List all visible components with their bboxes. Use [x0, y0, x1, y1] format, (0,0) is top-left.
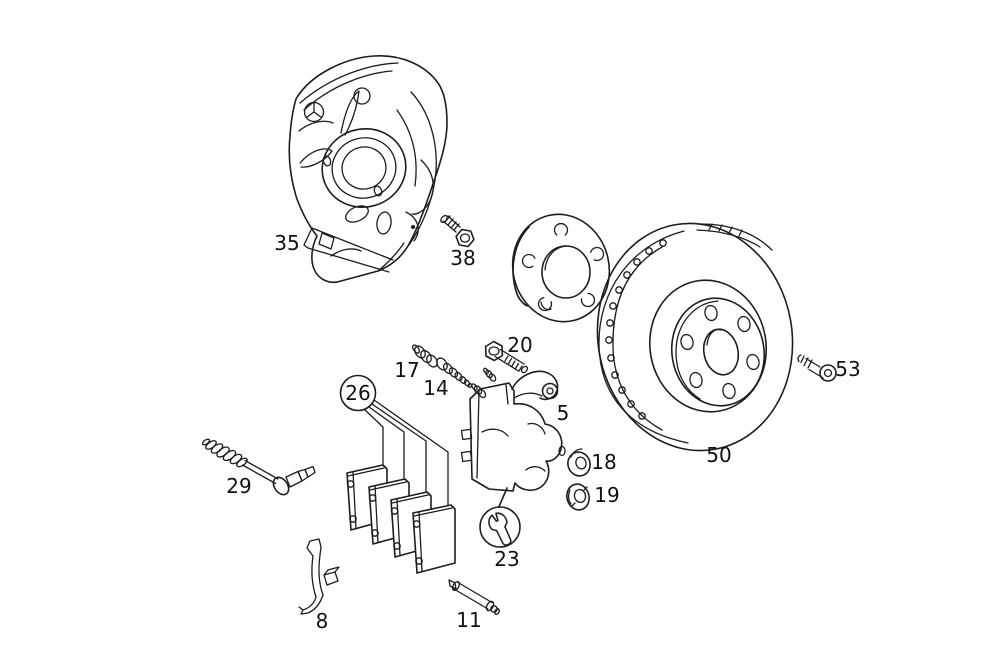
callout-bleed-screw: 14 [423, 376, 448, 400]
callout-retaining-screw: 53 [835, 357, 860, 381]
callout-washer-lower: 19 [594, 483, 619, 507]
caliper-guide-bolt [484, 340, 529, 374]
callout-brake-disc: 50 [706, 443, 731, 467]
brake-caliper [460, 367, 566, 492]
callout-pad-pin: 11 [456, 608, 481, 632]
callout-guide-bolt: 20 [507, 333, 532, 357]
disc-lug-holes [680, 304, 760, 400]
callout-caliper: 5 [557, 401, 570, 425]
callout-splash-shield: 35 [274, 231, 299, 255]
bleed-screw-cap [412, 344, 438, 368]
brake-pad [412, 504, 456, 574]
bleed-screw [436, 357, 473, 388]
callout-shield-bolt: 38 [450, 246, 475, 270]
three-pointed-star-icon [303, 101, 325, 123]
wear-sensor [201, 438, 316, 496]
callout-retaining-spring: 8 [316, 609, 329, 633]
pad-set-callout [339, 374, 449, 506]
wheel-hub [511, 213, 611, 323]
washer-18 [567, 448, 591, 477]
callout-washer-upper: 18 [591, 450, 616, 474]
callout-bleed-screw-cap: 17 [394, 358, 419, 382]
retaining-spring [298, 538, 340, 615]
repair-kit-symbol [479, 487, 521, 548]
wrench-icon [488, 512, 512, 546]
splash-shield [288, 55, 448, 284]
washer-19 [566, 483, 590, 511]
disc-retaining-screw [797, 354, 837, 382]
callout-repair-kit: 23 [494, 547, 519, 571]
callout-pad-set: 26 [345, 381, 370, 405]
callout-wear-sensor: 29 [226, 474, 251, 498]
pad-pin [448, 579, 500, 615]
brake-disc [596, 222, 794, 452]
brake-pads [346, 464, 456, 574]
shield-bolt [440, 214, 475, 248]
disc-vent-holes [605, 239, 667, 420]
